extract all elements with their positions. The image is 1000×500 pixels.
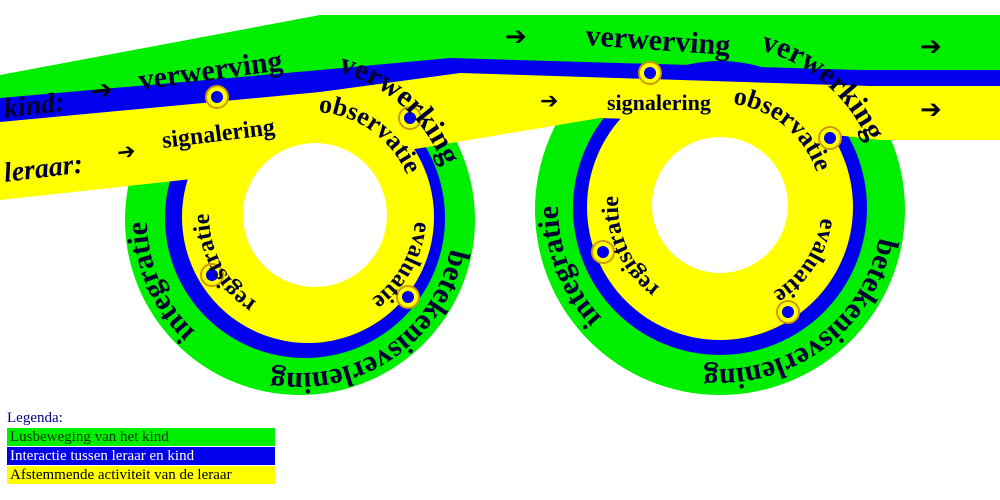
arrow-right-icon: ➔ — [89, 75, 114, 106]
arrow-right-icon: ➔ — [920, 95, 942, 124]
arrow-right-icon: ➔ — [116, 138, 137, 165]
legend-item-child: Lusbeweging van het kind — [7, 428, 275, 446]
arrow-right-icon: ➔ — [540, 88, 558, 113]
gear-icon — [200, 263, 224, 287]
legend: Legenda: Lusbeweging van het kind Intera… — [7, 410, 275, 485]
gear-icon — [398, 106, 422, 130]
loop2-band-label: signalering — [607, 90, 711, 115]
gear-icon — [205, 85, 229, 109]
gear-icon — [396, 285, 420, 309]
legend-item-teacher: Afstemmende activiteit van de leraar — [7, 466, 275, 484]
gear-icon — [818, 126, 842, 150]
child-row-label: kind: — [2, 87, 66, 125]
interaction-band — [0, 58, 1000, 124]
legend-item-interaction: Interactie tussen leraar en kind — [7, 447, 275, 465]
loop1-center — [243, 143, 387, 287]
teacher-band — [0, 73, 1000, 200]
arrow-right-icon: ➔ — [505, 22, 527, 51]
gear-icon — [776, 300, 800, 324]
gear-icon — [591, 240, 615, 264]
loop2-center — [652, 137, 788, 273]
legend-title: Legenda: — [7, 410, 63, 426]
gear-icon — [638, 61, 662, 85]
arrow-right-icon: ➔ — [920, 32, 942, 61]
loop-diagram: kind: leraar: ➔ ➔ ➔ ➔ ➔ ➔ verwerving sig… — [0, 15, 1000, 399]
